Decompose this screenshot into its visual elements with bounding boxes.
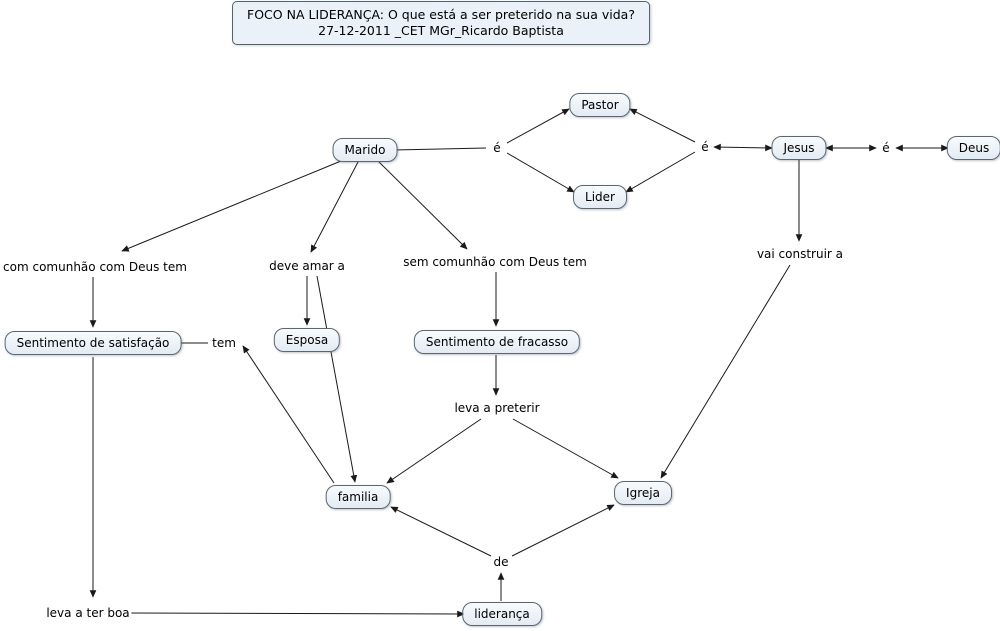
edge-levapreterir-familia [386, 418, 482, 484]
edge-de-familia [390, 506, 492, 557]
link-label-com-comunhao[interactable]: com comunhão com Deus tem [1, 260, 189, 274]
link-label-vai-construir[interactable]: vai construir a [754, 247, 846, 261]
link-label-de[interactable]: de [491, 555, 511, 569]
link-label-e2[interactable]: é [699, 140, 711, 154]
node-marido[interactable]: Marido [332, 138, 398, 162]
link-label-tem[interactable]: tem [210, 336, 238, 350]
map-title-line2: 27-12-2011 _CET MGr_Ricardo Baptista [318, 23, 564, 38]
edge-e2-lider [625, 151, 696, 193]
edge-deveamar-familia [316, 275, 358, 483]
node-familia[interactable]: familia [325, 485, 391, 509]
link-label-leva-preterir[interactable]: leva a preterir [452, 401, 542, 415]
edge-e1-pastor [506, 108, 570, 144]
edge-familia-tem [242, 345, 335, 484]
node-igreja[interactable]: Igreja [614, 481, 672, 505]
node-jesus[interactable]: Jesus [771, 136, 827, 160]
edge-marido-deveamar [310, 161, 359, 253]
link-label-sem-comunhao[interactable]: sem comunhão com Deus tem [401, 255, 589, 269]
edge-e2-pastor [629, 108, 696, 143]
link-label-e3[interactable]: é [880, 141, 892, 155]
link-label-e1[interactable]: é [491, 141, 503, 155]
edge-marido-e1 [393, 147, 487, 151]
edge-de-igreja [511, 504, 615, 557]
edge-levaboa-lideranca [128, 610, 465, 618]
edge-vaiconstruir-igreja [660, 264, 791, 479]
node-sentimento-fracasso[interactable]: Sentimento de fracasso [413, 330, 581, 354]
edge-marido-semcomunhao [378, 161, 468, 250]
node-lider[interactable]: Lider [573, 185, 627, 209]
edge-e2-jesus [713, 143, 773, 152]
node-lideranca[interactable]: liderança [462, 602, 542, 626]
node-deus[interactable]: Deus [946, 136, 1000, 160]
node-sentimento-satisfacao[interactable]: Sentimento de satisfação [4, 331, 182, 355]
edge-levapreterir-igreja [512, 418, 619, 479]
edge-marido-comcomunhao [121, 160, 342, 252]
edge-e1-lider [506, 152, 575, 193]
map-title-line1: FOCO NA LIDERANÇA: O que está a ser pret… [247, 7, 635, 22]
node-pastor[interactable]: Pastor [569, 93, 631, 117]
node-esposa[interactable]: Esposa [273, 328, 341, 352]
link-label-leva-boa[interactable]: leva a ter boa [44, 606, 132, 620]
map-title[interactable]: FOCO NA LIDERANÇA: O que está a ser pret… [232, 1, 650, 45]
link-label-deve-amar[interactable]: deve amar a [267, 259, 347, 273]
